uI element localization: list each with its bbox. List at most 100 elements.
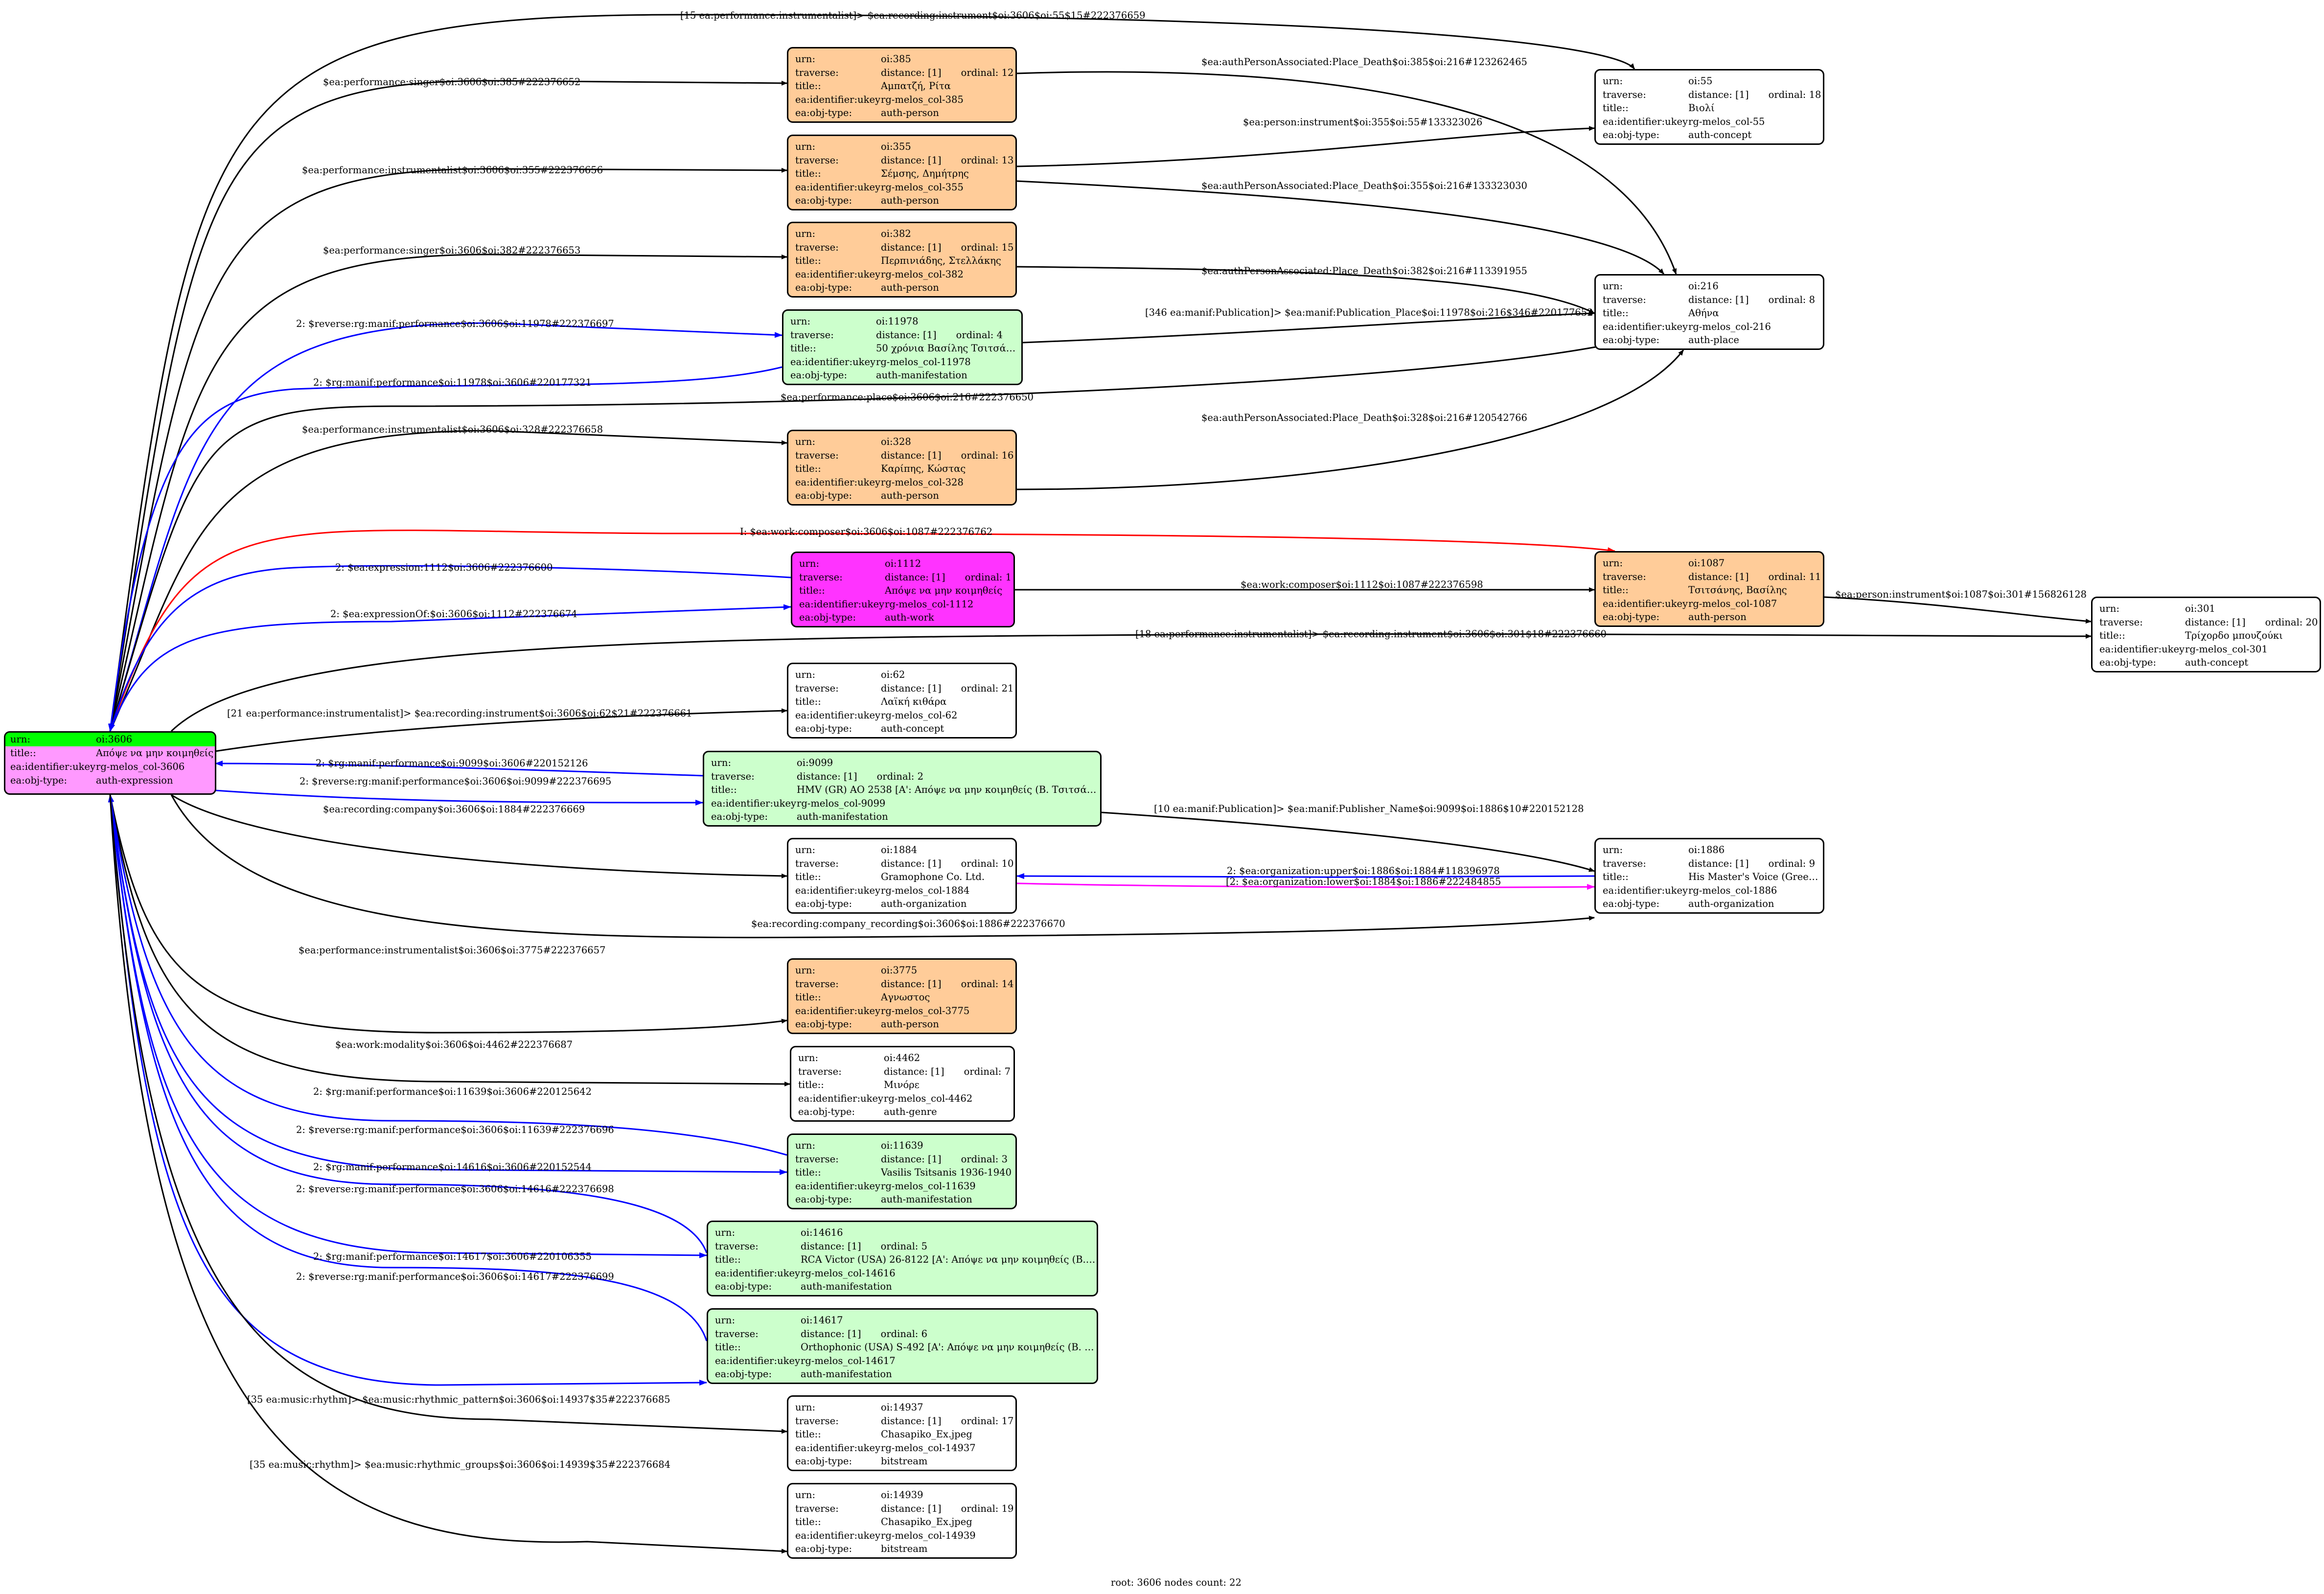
node-traverse-key: traverse: xyxy=(795,1153,839,1165)
node-distance: distance: [1] xyxy=(801,1240,861,1252)
node-title-row: title::Orthophonic (USA) S-492 [A': Απόψ… xyxy=(708,1340,1097,1354)
edge-label: $ea:authPersonAssociated:Place_Death$oi:… xyxy=(1201,180,1527,191)
graph-edge xyxy=(109,254,787,732)
node-ukey-value: rg-melos_col-385 xyxy=(881,93,964,105)
edge-label: $ea:performance:instrumentalist$oi:3606$… xyxy=(302,164,603,176)
node-title-key: title:: xyxy=(790,343,816,354)
node-urn-key: urn: xyxy=(1603,557,1623,569)
node-urn-value: oi:1884 xyxy=(881,844,918,855)
node-objtype-row: ea:obj-type:auth-manifestation xyxy=(788,1193,1015,1206)
node-traverse-row: traverse:distance: [1]ordinal: 9 xyxy=(1596,857,1823,871)
edge-label: 2: $reverse:rg:manif:performance$oi:3606… xyxy=(296,1124,614,1135)
node-urn-row: urn:oi:3775 xyxy=(788,964,1015,977)
node-urn-key: urn: xyxy=(795,669,816,680)
node-traverse-row: traverse:distance: [1]ordinal: 17 xyxy=(788,1414,1015,1428)
root-urn-row: urn: oi:3606 xyxy=(5,733,215,746)
node-traverse-value: distance: [1]ordinal: 5 xyxy=(801,1240,1097,1253)
graph-edge xyxy=(1022,311,1595,344)
node-title-key: title:: xyxy=(798,1079,824,1090)
node-urn-key: urn: xyxy=(715,1227,736,1238)
node-traverse-key: traverse: xyxy=(795,449,839,461)
node-title-key: title:: xyxy=(795,871,821,882)
node-traverse-value: distance: [1]ordinal: 2 xyxy=(797,770,1100,784)
node-ukey-key: ea:identifier:ukey xyxy=(795,1442,880,1454)
node-urn-key: urn: xyxy=(1603,75,1623,87)
node-objtype-key: ea:obj-type: xyxy=(715,1368,772,1380)
node-traverse-key: traverse: xyxy=(1603,89,1646,100)
node-title-row: title::Μινόρε xyxy=(791,1078,1013,1092)
node-objtype-row: ea:obj-type:bitstream xyxy=(788,1542,1015,1556)
node-distance: distance: [1] xyxy=(884,1065,944,1077)
node-ukey-value: rg-melos_col-14937 xyxy=(881,1442,976,1454)
node-title-key: title:: xyxy=(795,168,821,179)
node-urn-value: oi:1087 xyxy=(1688,557,1725,569)
node-traverse-row: traverse:distance: [1]ordinal: 5 xyxy=(708,1240,1097,1253)
edge-label: $ea:authPersonAssociated:Place_Death$oi:… xyxy=(1201,265,1527,277)
node-objtype-row: ea:obj-type:auth-concept xyxy=(2093,656,2320,670)
node-ukey-key: ea:identifier:ukey xyxy=(795,1529,880,1541)
edge-label: [346 ea:manif:Publication]> $ea:manif:Pu… xyxy=(1145,307,1593,318)
node-objtype-key: ea:obj-type: xyxy=(1603,898,1660,909)
node-ukey-value: rg-melos_col-301 xyxy=(2185,643,2268,655)
node-traverse-key: traverse: xyxy=(2099,616,2143,628)
node-ukey-key: ea:identifier:ukey xyxy=(715,1267,800,1279)
node-ukey-key: ea:identifier:ukey xyxy=(1603,321,1688,332)
node-urn-value: oi:14617 xyxy=(801,1315,843,1326)
node-urn-key: urn: xyxy=(795,53,816,65)
node-urn-row: urn:oi:14617 xyxy=(708,1314,1097,1327)
root-title-row: title:: Απόψε να μην κοιμηθείς xyxy=(5,746,215,760)
node-urn-value: oi:3775 xyxy=(881,965,918,976)
node-objtype-key: ea:obj-type: xyxy=(795,1018,852,1030)
node-title-key: title:: xyxy=(795,992,821,1003)
node-ordinal: ordinal: 6 xyxy=(880,1328,927,1340)
node-ordinal: ordinal: 19 xyxy=(961,1502,1014,1514)
node-ukey-key: ea:identifier:ukey xyxy=(798,1092,883,1104)
edge-label: 2: $ea:expressionOf:$oi:3606$oi:1112#222… xyxy=(330,608,577,620)
node-traverse-value: distance: [1]ordinal: 16 xyxy=(881,449,1015,462)
root-node[interactable]: urn: oi:3606 title:: Απόψε να μην κοιμηθ… xyxy=(4,731,216,795)
node-title-row: title::Απόψε να μην κοιμηθείς xyxy=(792,584,1013,598)
graph-edge xyxy=(170,794,1595,939)
node-traverse-row: traverse:distance: [1]ordinal: 15 xyxy=(788,241,1015,254)
node-title-value: Chasapiko_Ex.jpeg xyxy=(881,1516,972,1527)
node-title-key: title:: xyxy=(795,696,821,707)
node-distance: distance: [1] xyxy=(801,1328,861,1340)
node-distance: distance: [1] xyxy=(881,978,942,990)
node-traverse-key: traverse: xyxy=(795,67,839,78)
node-urn-key: urn: xyxy=(799,558,820,569)
node-objtype-key: ea:obj-type: xyxy=(795,1194,852,1205)
node-title-key: title:: xyxy=(795,1167,821,1178)
node-ukey-key: ea:identifier:ukey xyxy=(711,797,796,809)
graph-edge xyxy=(1016,349,1684,490)
node-title-value: Απόψε να μην κοιμηθείς xyxy=(885,585,1003,596)
node-traverse-value: distance: [1]ordinal: 20 xyxy=(2185,616,2320,629)
node-ukey-value: rg-melos_col-55 xyxy=(1688,116,1765,127)
node-urn-key: urn: xyxy=(795,844,816,855)
edge-label: $ea:work:modality$oi:3606$oi:4462#222376… xyxy=(335,1039,573,1050)
